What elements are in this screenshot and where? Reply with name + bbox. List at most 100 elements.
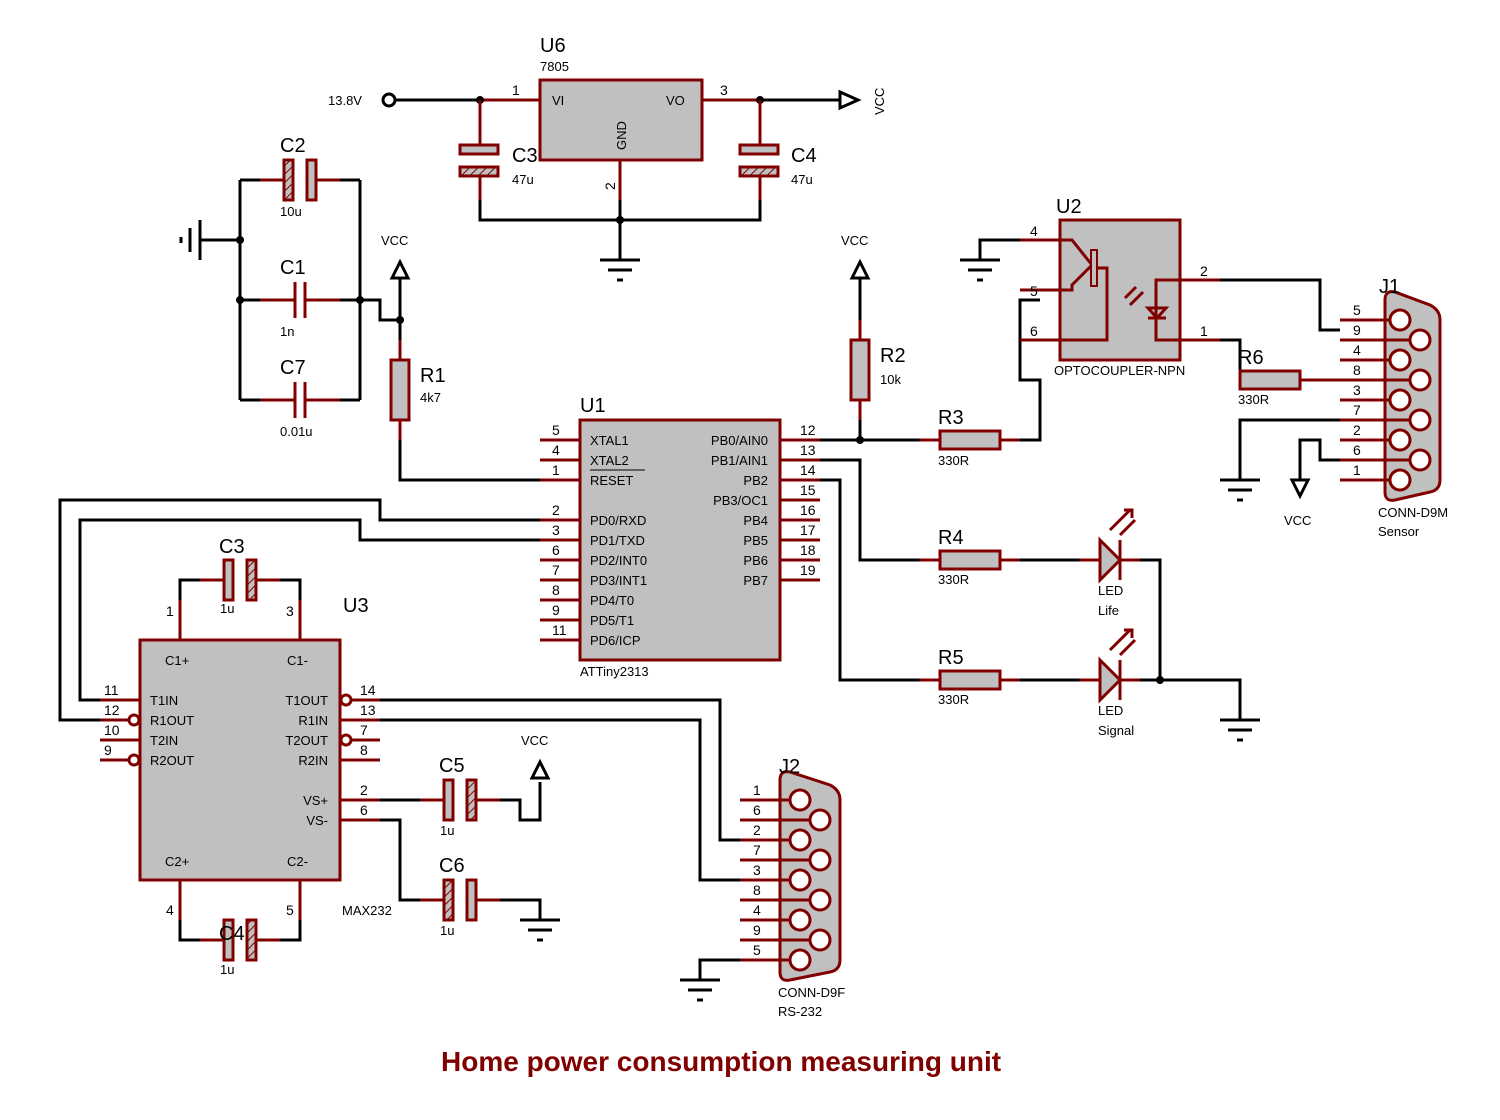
svg-text:14: 14 [800, 462, 816, 478]
svg-text:VCC: VCC [381, 233, 408, 248]
svg-text:C3: C3 [512, 145, 538, 167]
svg-text:330R: 330R [938, 453, 969, 468]
j1-pin-6: 6 [1340, 442, 1432, 472]
c5-plate-neg [465, 778, 478, 822]
svg-text:6: 6 [552, 542, 560, 558]
svg-text:VO: VO [666, 93, 685, 108]
svg-text:9: 9 [104, 742, 112, 758]
svg-text:OPTOCOUPLER-NPN: OPTOCOUPLER-NPN [1054, 363, 1185, 378]
svg-text:1: 1 [166, 603, 174, 619]
svg-text:C5: C5 [439, 755, 465, 777]
svg-text:330R: 330R [938, 572, 969, 587]
svg-text:8: 8 [1353, 362, 1361, 378]
svg-text:2: 2 [602, 182, 618, 190]
svg-text:1u: 1u [220, 601, 234, 616]
svg-text:PB1/AIN1: PB1/AIN1 [711, 453, 768, 468]
svg-text:3: 3 [552, 522, 560, 538]
j1-pin-1: 1 [1340, 462, 1412, 492]
svg-text:VCC: VCC [521, 733, 548, 748]
j2-pin-3: 3 [740, 862, 812, 892]
c7-capacitor [260, 382, 340, 418]
svg-text:6: 6 [753, 802, 761, 818]
j2-pin-6: 6 [740, 802, 832, 832]
svg-text:J1: J1 [1379, 276, 1400, 298]
svg-text:R1OUT: R1OUT [150, 713, 194, 728]
r4-resistor [938, 549, 1002, 571]
svg-text:R2IN: R2IN [298, 753, 328, 768]
power-input-terminal: 13.8V [328, 92, 397, 108]
j1-pin-7: 7 [1340, 402, 1432, 432]
svg-text:LED: LED [1098, 583, 1123, 598]
svg-text:2: 2 [1200, 263, 1208, 279]
vcc-arrow-r2: VCC [841, 233, 871, 280]
svg-text:3: 3 [753, 862, 761, 878]
svg-text:5: 5 [1030, 283, 1038, 299]
c2-plate [305, 158, 318, 202]
svg-text:6: 6 [1353, 442, 1361, 458]
svg-text:4: 4 [753, 902, 761, 918]
j1-pin-5: 5 [1340, 302, 1412, 332]
svg-text:Life: Life [1098, 603, 1119, 618]
j1-pin-8: 8 [1340, 362, 1432, 392]
u3-max232: U3 MAX232 C1+ C1- C2+ C2- 1 3 4 5 [138, 595, 392, 920]
ground-symbol-c6 [520, 918, 560, 942]
svg-text:7: 7 [753, 842, 761, 858]
svg-text:11: 11 [104, 682, 119, 698]
svg-text:9: 9 [753, 922, 761, 938]
svg-text:8: 8 [360, 742, 368, 758]
svg-text:T2IN: T2IN [150, 733, 178, 748]
u6-regulator: VI VO GND U6 7805 [538, 35, 704, 162]
led-signal: LED Signal [1080, 628, 1140, 738]
svg-text:R2: R2 [880, 345, 906, 367]
ground-symbol-left [179, 220, 202, 260]
ground-symbol-leds [1220, 718, 1260, 742]
svg-text:4: 4 [1030, 223, 1038, 239]
svg-text:7: 7 [552, 562, 560, 578]
svg-text:C3: C3 [219, 536, 245, 558]
ground-symbol-j1 [1220, 478, 1260, 502]
svg-text:7: 7 [1353, 402, 1361, 418]
svg-text:PB5: PB5 [743, 533, 768, 548]
c1-capacitor [260, 282, 340, 318]
svg-text:7: 7 [360, 722, 368, 738]
svg-text:XTAL1: XTAL1 [590, 433, 629, 448]
svg-text:4: 4 [552, 442, 560, 458]
svg-text:1u: 1u [440, 823, 454, 838]
c5-plate [442, 778, 455, 822]
svg-text:MAX232: MAX232 [342, 903, 392, 918]
svg-text:1: 1 [753, 782, 761, 798]
svg-text:8: 8 [753, 882, 761, 898]
wire-pb1 [820, 458, 920, 562]
u6-ref: U6 [540, 35, 566, 57]
svg-text:1: 1 [1353, 462, 1361, 478]
j1-pin-4: 4 [1340, 342, 1412, 372]
svg-text:1: 1 [552, 462, 560, 478]
svg-text:1u: 1u [440, 923, 454, 938]
svg-text:CONN-D9M: CONN-D9M [1378, 505, 1448, 520]
led-life: LED Life [1080, 508, 1140, 618]
svg-text:C1-: C1- [287, 653, 308, 668]
svg-text:2: 2 [1353, 422, 1361, 438]
j2-pin-2: 2 [740, 822, 812, 852]
j2-pin-8: 8 [740, 882, 832, 912]
j1-pin-2: 2 [1340, 422, 1412, 452]
ground-symbol [600, 258, 640, 282]
svg-text:PB0/AIN0: PB0/AIN0 [711, 433, 768, 448]
